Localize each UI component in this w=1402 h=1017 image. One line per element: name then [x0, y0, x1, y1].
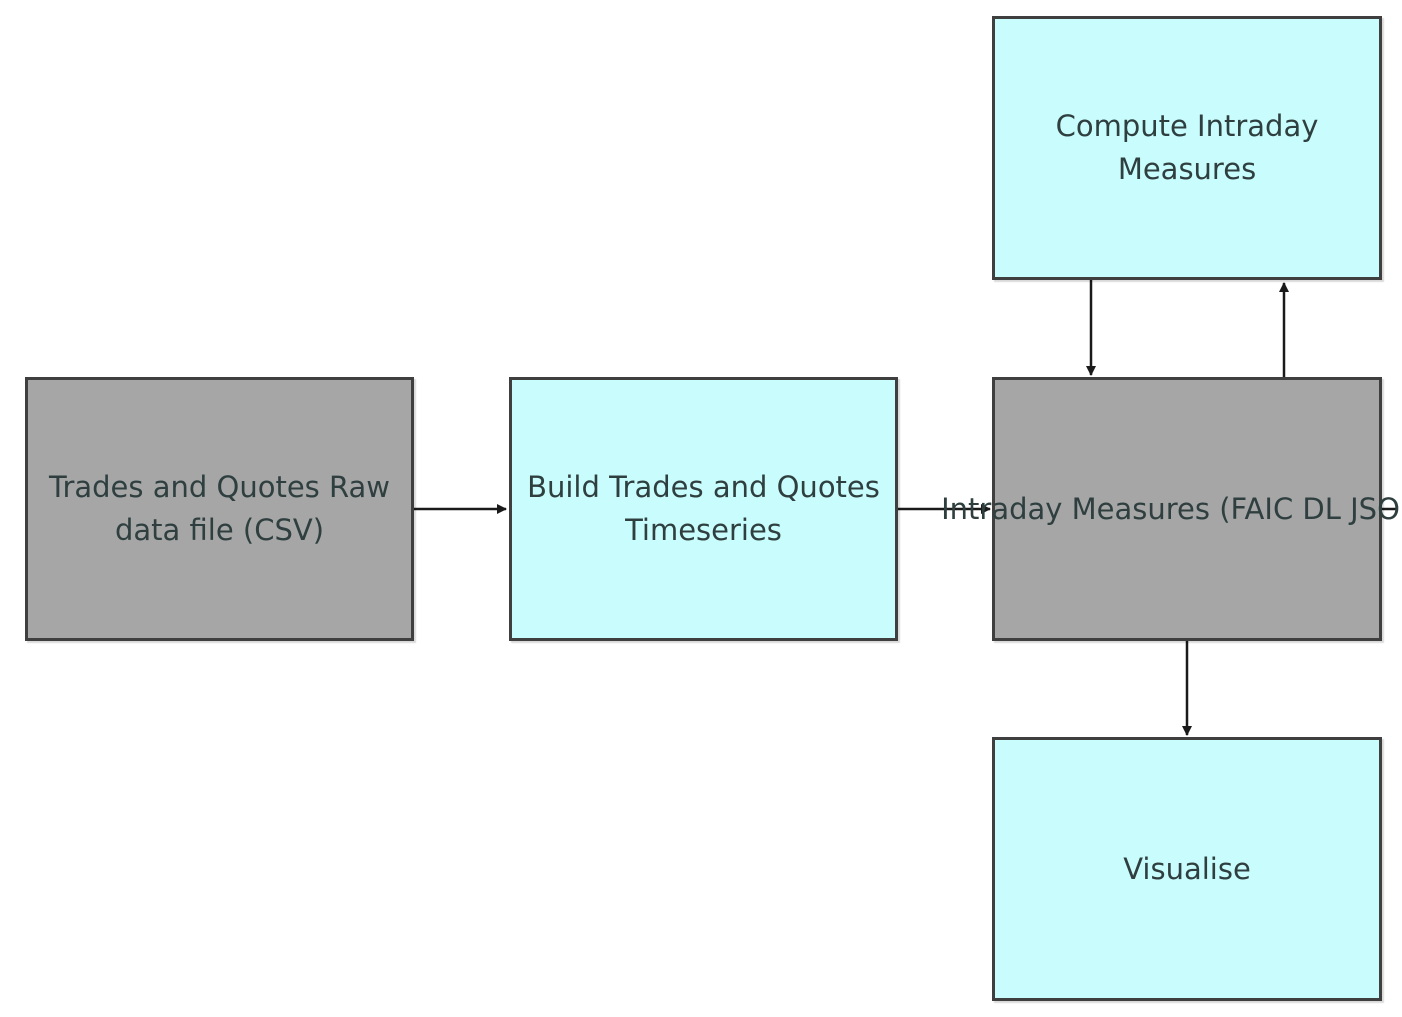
node-visualise[interactable]: Visualise — [992, 737, 1382, 1001]
node-intraday-measures-label: Intraday Measures (FAIC DL JSON) — [941, 491, 1402, 526]
node-raw-data[interactable]: Trades and Quotes Raw data file (CSV) — [25, 377, 414, 641]
node-visualise-label: Visualise — [1123, 851, 1251, 886]
node-raw-data-label: Trades and Quotes Raw data file (CSV) — [49, 470, 390, 547]
node-compute-measures[interactable]: Compute Intraday Measures — [992, 16, 1382, 280]
node-compute-measures-label: Compute Intraday Measures — [1055, 109, 1319, 186]
node-intraday-measures[interactable]: Intraday Measures (FAIC DL JSON) — [941, 377, 1402, 641]
node-build-timeseries-label: Build Trades and Quotes Timeseries — [527, 470, 880, 547]
node-build-timeseries[interactable]: Build Trades and Quotes Timeseries — [509, 377, 898, 641]
